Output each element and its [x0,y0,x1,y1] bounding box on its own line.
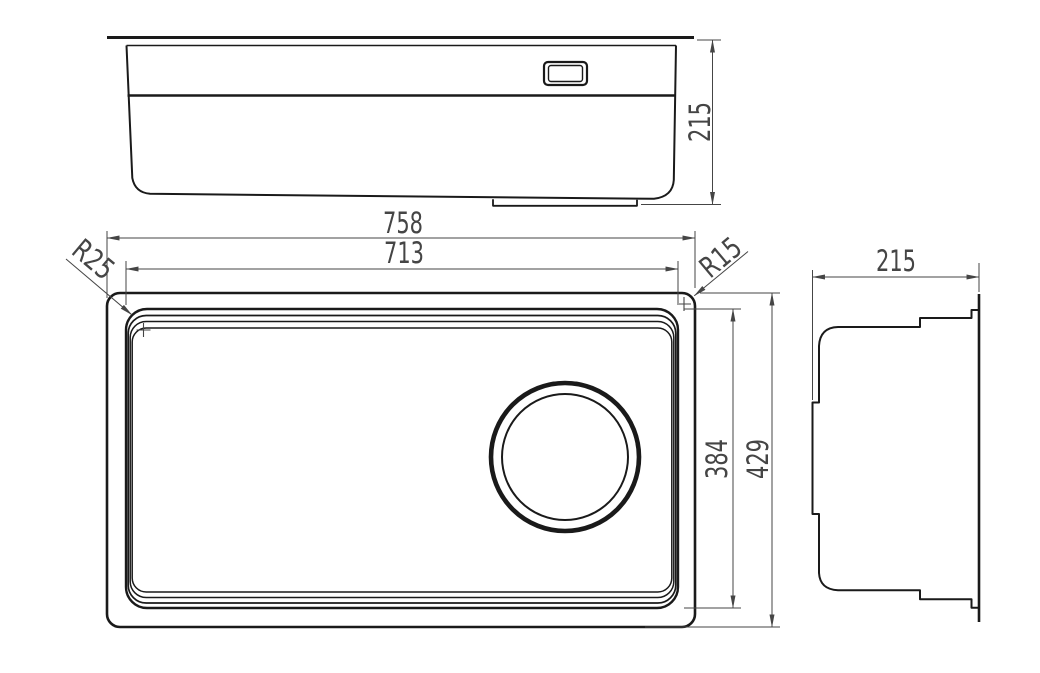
plan-bowl-depth-label: 384 [700,439,734,479]
plan-bowl-radius-leader [65,258,133,316]
front-drain-ledge [492,199,638,207]
plan-outer-rim [105,291,697,629]
plan-bowl-radius-label: R25 [66,232,122,286]
front-height-label: 215 [683,102,717,142]
plan-view: 758 713 R25 R15 384 [65,206,780,629]
dim-plan-rim-radius: R15 [693,230,749,297]
dim-plan-bowl-depth: 384 [684,308,741,609]
front-overflow-inner [547,64,584,83]
plan-rim-radius-leader [693,251,749,297]
dim-side-depth: 215 [811,244,980,400]
plan-bowl-width-label: 713 [384,236,424,270]
front-overflow-outer [542,60,589,87]
plan-bowl-edge-1 [124,307,680,610]
plan-bowl-edge-2 [127,314,677,604]
plan-drain-hole [501,393,629,521]
side-depth-label: 215 [876,244,916,278]
dim-plan-overall-depth: 429 [645,292,780,628]
plan-rim-radius-label: R15 [693,230,749,284]
plan-bowl-edge-4 [131,327,673,593]
plan-drain-recess [488,380,642,534]
plan-overall-depth-label: 429 [741,439,775,479]
dim-plan-overall-width: 758 [106,206,696,298]
dim-plan-bowl-width: 713 [125,236,679,305]
plan-center-mark-bowl-corner [136,323,151,337]
front-view: 215 [107,36,721,207]
side-view: 215 [811,244,981,622]
side-bowl-profile [811,309,979,609]
front-body-outline [125,45,677,200]
dim-front-height: 215 [641,39,721,206]
dim-plan-bowl-radius: R25 [65,232,133,316]
plan-overall-width-label: 758 [383,206,423,240]
plan-bowl-edge-3 [129,320,675,599]
